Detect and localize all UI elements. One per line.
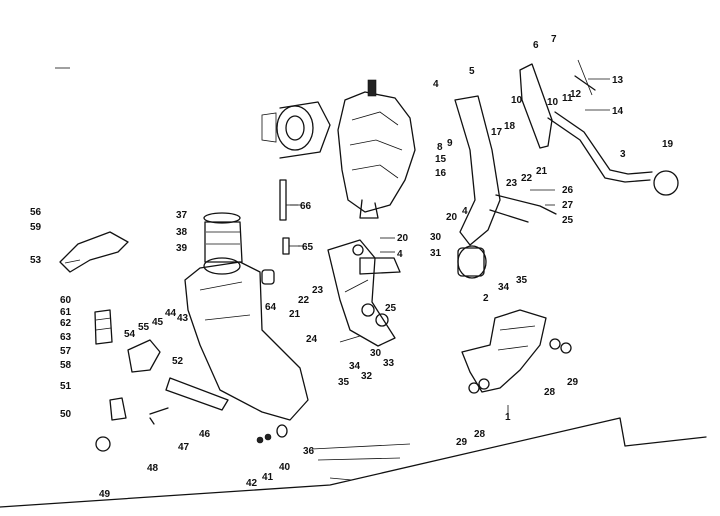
label-63: 63	[60, 332, 72, 343]
label-24: 24	[306, 334, 318, 345]
label-42: 42	[246, 478, 258, 489]
label-47: 47	[178, 442, 190, 453]
label-54: 54	[124, 329, 136, 340]
label-41: 41	[262, 472, 274, 483]
label-29: 29	[567, 377, 579, 388]
label-53: 53	[30, 255, 42, 266]
label-40: 40	[279, 462, 291, 473]
label-7: 7	[551, 34, 557, 45]
label-25: 25	[562, 215, 574, 226]
label-34: 34	[498, 282, 510, 293]
label-65: 65	[302, 242, 314, 253]
label-19: 19	[662, 139, 674, 150]
rods	[279, 179, 300, 255]
label-18: 18	[504, 121, 516, 132]
label-55: 55	[138, 322, 150, 333]
label-44: 44	[165, 308, 177, 319]
label-66: 66	[300, 201, 312, 212]
main-base-housing	[184, 212, 309, 421]
label-35b: 35	[338, 377, 350, 388]
label-21: 21	[536, 166, 548, 177]
label-61: 61	[60, 307, 72, 318]
gearbox-housing	[337, 79, 416, 219]
label-43: 43	[177, 313, 189, 324]
label-57: 57	[60, 346, 72, 357]
label-5: 5	[469, 66, 475, 77]
label-21b: 21	[289, 309, 301, 320]
label-20: 20	[446, 212, 458, 223]
lower-right-bracket	[461, 309, 572, 394]
label-10: 10	[511, 95, 523, 106]
label-3: 3	[620, 149, 626, 160]
label-60: 60	[60, 295, 72, 306]
label-48: 48	[147, 463, 159, 474]
label-20b: 20	[397, 233, 409, 244]
floor-lines	[0, 67, 707, 508]
label-30: 30	[430, 232, 442, 243]
label-15: 15	[435, 154, 447, 165]
label-4: 4	[433, 79, 439, 90]
label-62: 62	[60, 318, 72, 329]
label-36: 36	[303, 446, 315, 457]
label-10b: 10	[547, 97, 559, 108]
label-51: 51	[60, 381, 72, 392]
label-31: 31	[430, 248, 442, 259]
label-2: 2	[483, 293, 489, 304]
label-23: 23	[506, 178, 518, 189]
label-58: 58	[60, 360, 72, 371]
label-50: 50	[60, 409, 72, 420]
label-38: 38	[176, 227, 188, 238]
label-9: 9	[447, 138, 453, 149]
motor-pulley-assembly	[261, 101, 331, 159]
label-37: 37	[176, 210, 188, 221]
label-13: 13	[612, 75, 624, 86]
label-29b: 29	[456, 437, 468, 448]
mounting-plate	[327, 239, 401, 347]
label-59: 59	[30, 222, 42, 233]
label-4c: 4	[397, 249, 403, 260]
label-35: 35	[516, 275, 528, 286]
label-17: 17	[491, 127, 503, 138]
label-64: 64	[265, 302, 277, 313]
part-labels: 1 2 3 4 4 4 5 6 7 8 9 10 10 11 12 13 14 …	[30, 34, 674, 500]
label-11: 11	[562, 93, 573, 104]
label-28: 28	[544, 387, 556, 398]
label-27: 27	[562, 200, 574, 211]
label-33: 33	[383, 358, 395, 369]
label-22: 22	[521, 173, 533, 184]
label-12: 12	[570, 89, 582, 100]
label-6: 6	[533, 40, 539, 51]
label-25b: 25	[385, 303, 397, 314]
label-8: 8	[437, 142, 443, 153]
leader-lines	[290, 78, 610, 416]
label-32: 32	[361, 371, 373, 382]
label-26: 26	[562, 185, 574, 196]
label-16: 16	[435, 168, 447, 179]
label-56: 56	[30, 207, 42, 218]
label-45: 45	[152, 317, 164, 328]
label-4b: 4	[462, 206, 468, 217]
label-34b: 34	[349, 361, 361, 372]
label-49: 49	[99, 489, 111, 500]
left-small-parts	[59, 231, 288, 452]
label-28b: 28	[474, 429, 486, 440]
label-22b: 22	[298, 295, 310, 306]
label-52: 52	[172, 356, 184, 367]
label-30b: 30	[370, 348, 382, 359]
label-1: 1	[505, 412, 511, 423]
label-39: 39	[176, 243, 188, 254]
label-23b: 23	[312, 285, 324, 296]
label-46: 46	[199, 429, 211, 440]
label-14: 14	[612, 106, 624, 117]
pedal-arm-linkage	[454, 59, 679, 279]
